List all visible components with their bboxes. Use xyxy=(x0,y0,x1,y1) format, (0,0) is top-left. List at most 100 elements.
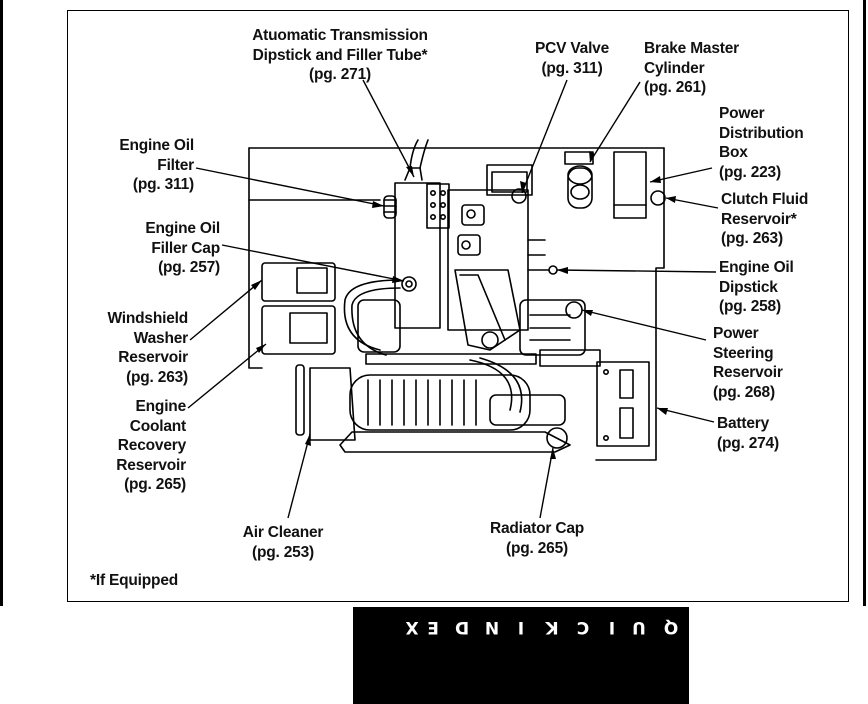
label-line: Recovery xyxy=(117,437,186,454)
label-line: (pg. 268) xyxy=(713,383,775,401)
label-line: (pg. 263) xyxy=(126,368,188,386)
leader-lines xyxy=(187,79,719,519)
label-line: (pg. 311) xyxy=(541,59,603,77)
footnote-if-equipped: *If Equipped xyxy=(90,572,179,589)
leader-transmission xyxy=(362,79,415,178)
battery-terminal-neg xyxy=(619,407,634,439)
label-line: Clutch Fluid xyxy=(721,191,809,208)
washer-reservoir-top xyxy=(261,262,336,302)
label-line: Box xyxy=(719,144,748,161)
tab-letter: K xyxy=(545,617,559,637)
label-brake-master-cylinder: Brake Master Cylinder (pg. 261) xyxy=(644,39,739,98)
label-line: Air Cleaner xyxy=(242,524,324,541)
label-transmission-dipstick: Atuomatic Transmission Dipstick and Fill… xyxy=(226,26,454,85)
tab-letter: I xyxy=(608,617,616,637)
label-pcv-valve: PCV Valve (pg. 311) xyxy=(518,39,626,78)
brake-cap xyxy=(564,151,594,165)
page-edge-right xyxy=(863,0,866,606)
label-line: Dipstick and Filler Tube* xyxy=(252,46,428,64)
tab-letter: Q xyxy=(663,617,679,637)
oil-filter xyxy=(383,195,397,219)
brake-reservoir xyxy=(567,167,593,209)
leader-coolant xyxy=(187,343,267,409)
tab-letter: U xyxy=(632,617,646,637)
label-engine-coolant-recovery-reservoir: Engine Coolant Recovery Reservoir (pg. 2… xyxy=(96,397,186,495)
label-line: (pg. 265) xyxy=(506,539,568,557)
label-line: Reservoir xyxy=(118,349,188,366)
transmission-dipstick-top xyxy=(404,167,423,181)
leader-washer xyxy=(189,279,263,341)
tab-letter: E xyxy=(427,617,439,637)
intake-plenum xyxy=(486,164,533,196)
label-line: (pg. 311) xyxy=(132,176,194,193)
transmission-housing xyxy=(394,182,441,329)
pcv-valve-body xyxy=(511,188,527,204)
tab-letter: C xyxy=(576,617,590,637)
label-line: Brake Master xyxy=(644,40,739,57)
label-line: (pg. 261) xyxy=(644,79,706,96)
washer-reservoir-body xyxy=(261,305,336,355)
tab-letter: X xyxy=(405,617,419,637)
page-edge-left xyxy=(0,0,3,606)
label-engine-oil-filler-cap: Engine Oil Filler Cap (pg. 257) xyxy=(120,219,220,278)
compartment-right-wall xyxy=(595,147,665,461)
label-line: (pg. 263) xyxy=(721,230,783,247)
label-line: Reservoir xyxy=(713,364,783,381)
label-line: Cylinder xyxy=(644,59,705,77)
coolant-reservoir xyxy=(295,364,305,436)
label-line: Engine xyxy=(135,398,187,415)
label-line: (pg. 274) xyxy=(717,434,779,452)
label-line: Reservoir xyxy=(116,456,186,474)
resonator xyxy=(489,394,566,426)
compartment-left-wall xyxy=(248,147,263,369)
battery-terminal-pos xyxy=(619,369,634,399)
label-power-steering-reservoir: Power Steering Reservoir (pg. 268) xyxy=(713,324,783,402)
leader-oil-dipstick xyxy=(556,269,717,273)
label-line: Reservoir* xyxy=(721,210,797,228)
oil-dipstick-handle xyxy=(548,265,558,275)
radiator-cap xyxy=(546,427,568,449)
pulley xyxy=(481,331,499,349)
leader-oil-filler xyxy=(221,244,405,282)
valve-cover-bolt xyxy=(461,204,485,226)
label-line: (pg. 265) xyxy=(124,476,186,493)
leader-pcv xyxy=(521,79,568,194)
label-power-distribution-box: Power Distribution Box (pg. 223) xyxy=(719,104,804,182)
label-line: Power xyxy=(713,325,759,342)
label-air-cleaner: Air Cleaner (pg. 253) xyxy=(224,523,342,562)
radiator-support xyxy=(365,353,537,365)
air-intake-duct xyxy=(349,374,531,431)
label-line: Battery xyxy=(717,415,770,432)
label-line: Radiator Cap xyxy=(489,520,585,537)
label-line: (pg. 223) xyxy=(719,163,781,181)
wiring-harness xyxy=(343,279,401,351)
power-steering-pump xyxy=(519,299,586,356)
alternator-bracket xyxy=(454,269,521,351)
label-line: Power xyxy=(719,105,765,122)
leader-air-cleaner xyxy=(287,433,311,519)
clutch-reservoir xyxy=(650,190,666,206)
quick-index-letters: Q U I C K I N D E X xyxy=(353,617,689,637)
tab-letter: I xyxy=(517,617,525,637)
leader-radiator xyxy=(539,447,554,519)
label-line: Filter xyxy=(157,156,194,174)
label-line: Engine Oil xyxy=(145,220,220,237)
label-line: Engine Oil xyxy=(119,137,194,154)
label-line: (pg. 258) xyxy=(719,298,781,315)
label-windshield-washer-reservoir: Windshield Washer Reservoir (pg. 263) xyxy=(86,309,188,387)
label-line: Dipstick xyxy=(719,278,778,296)
label-line: Windshield xyxy=(107,310,188,327)
fuse-block xyxy=(426,183,450,229)
label-line: Steering xyxy=(713,344,774,362)
tab-letter: D xyxy=(454,617,470,637)
air-cleaner-housing xyxy=(309,367,356,441)
label-clutch-fluid-reservoir: Clutch Fluid Reservoir* (pg. 263) xyxy=(721,190,808,249)
label-line: (pg. 257) xyxy=(158,259,220,276)
label-line: Washer xyxy=(133,329,188,347)
diagram-frame xyxy=(67,10,849,602)
radiator-top xyxy=(339,431,571,453)
transmission-dipstick-tube xyxy=(409,139,419,169)
engine-block xyxy=(447,189,529,331)
washer-label-panel xyxy=(289,312,328,344)
